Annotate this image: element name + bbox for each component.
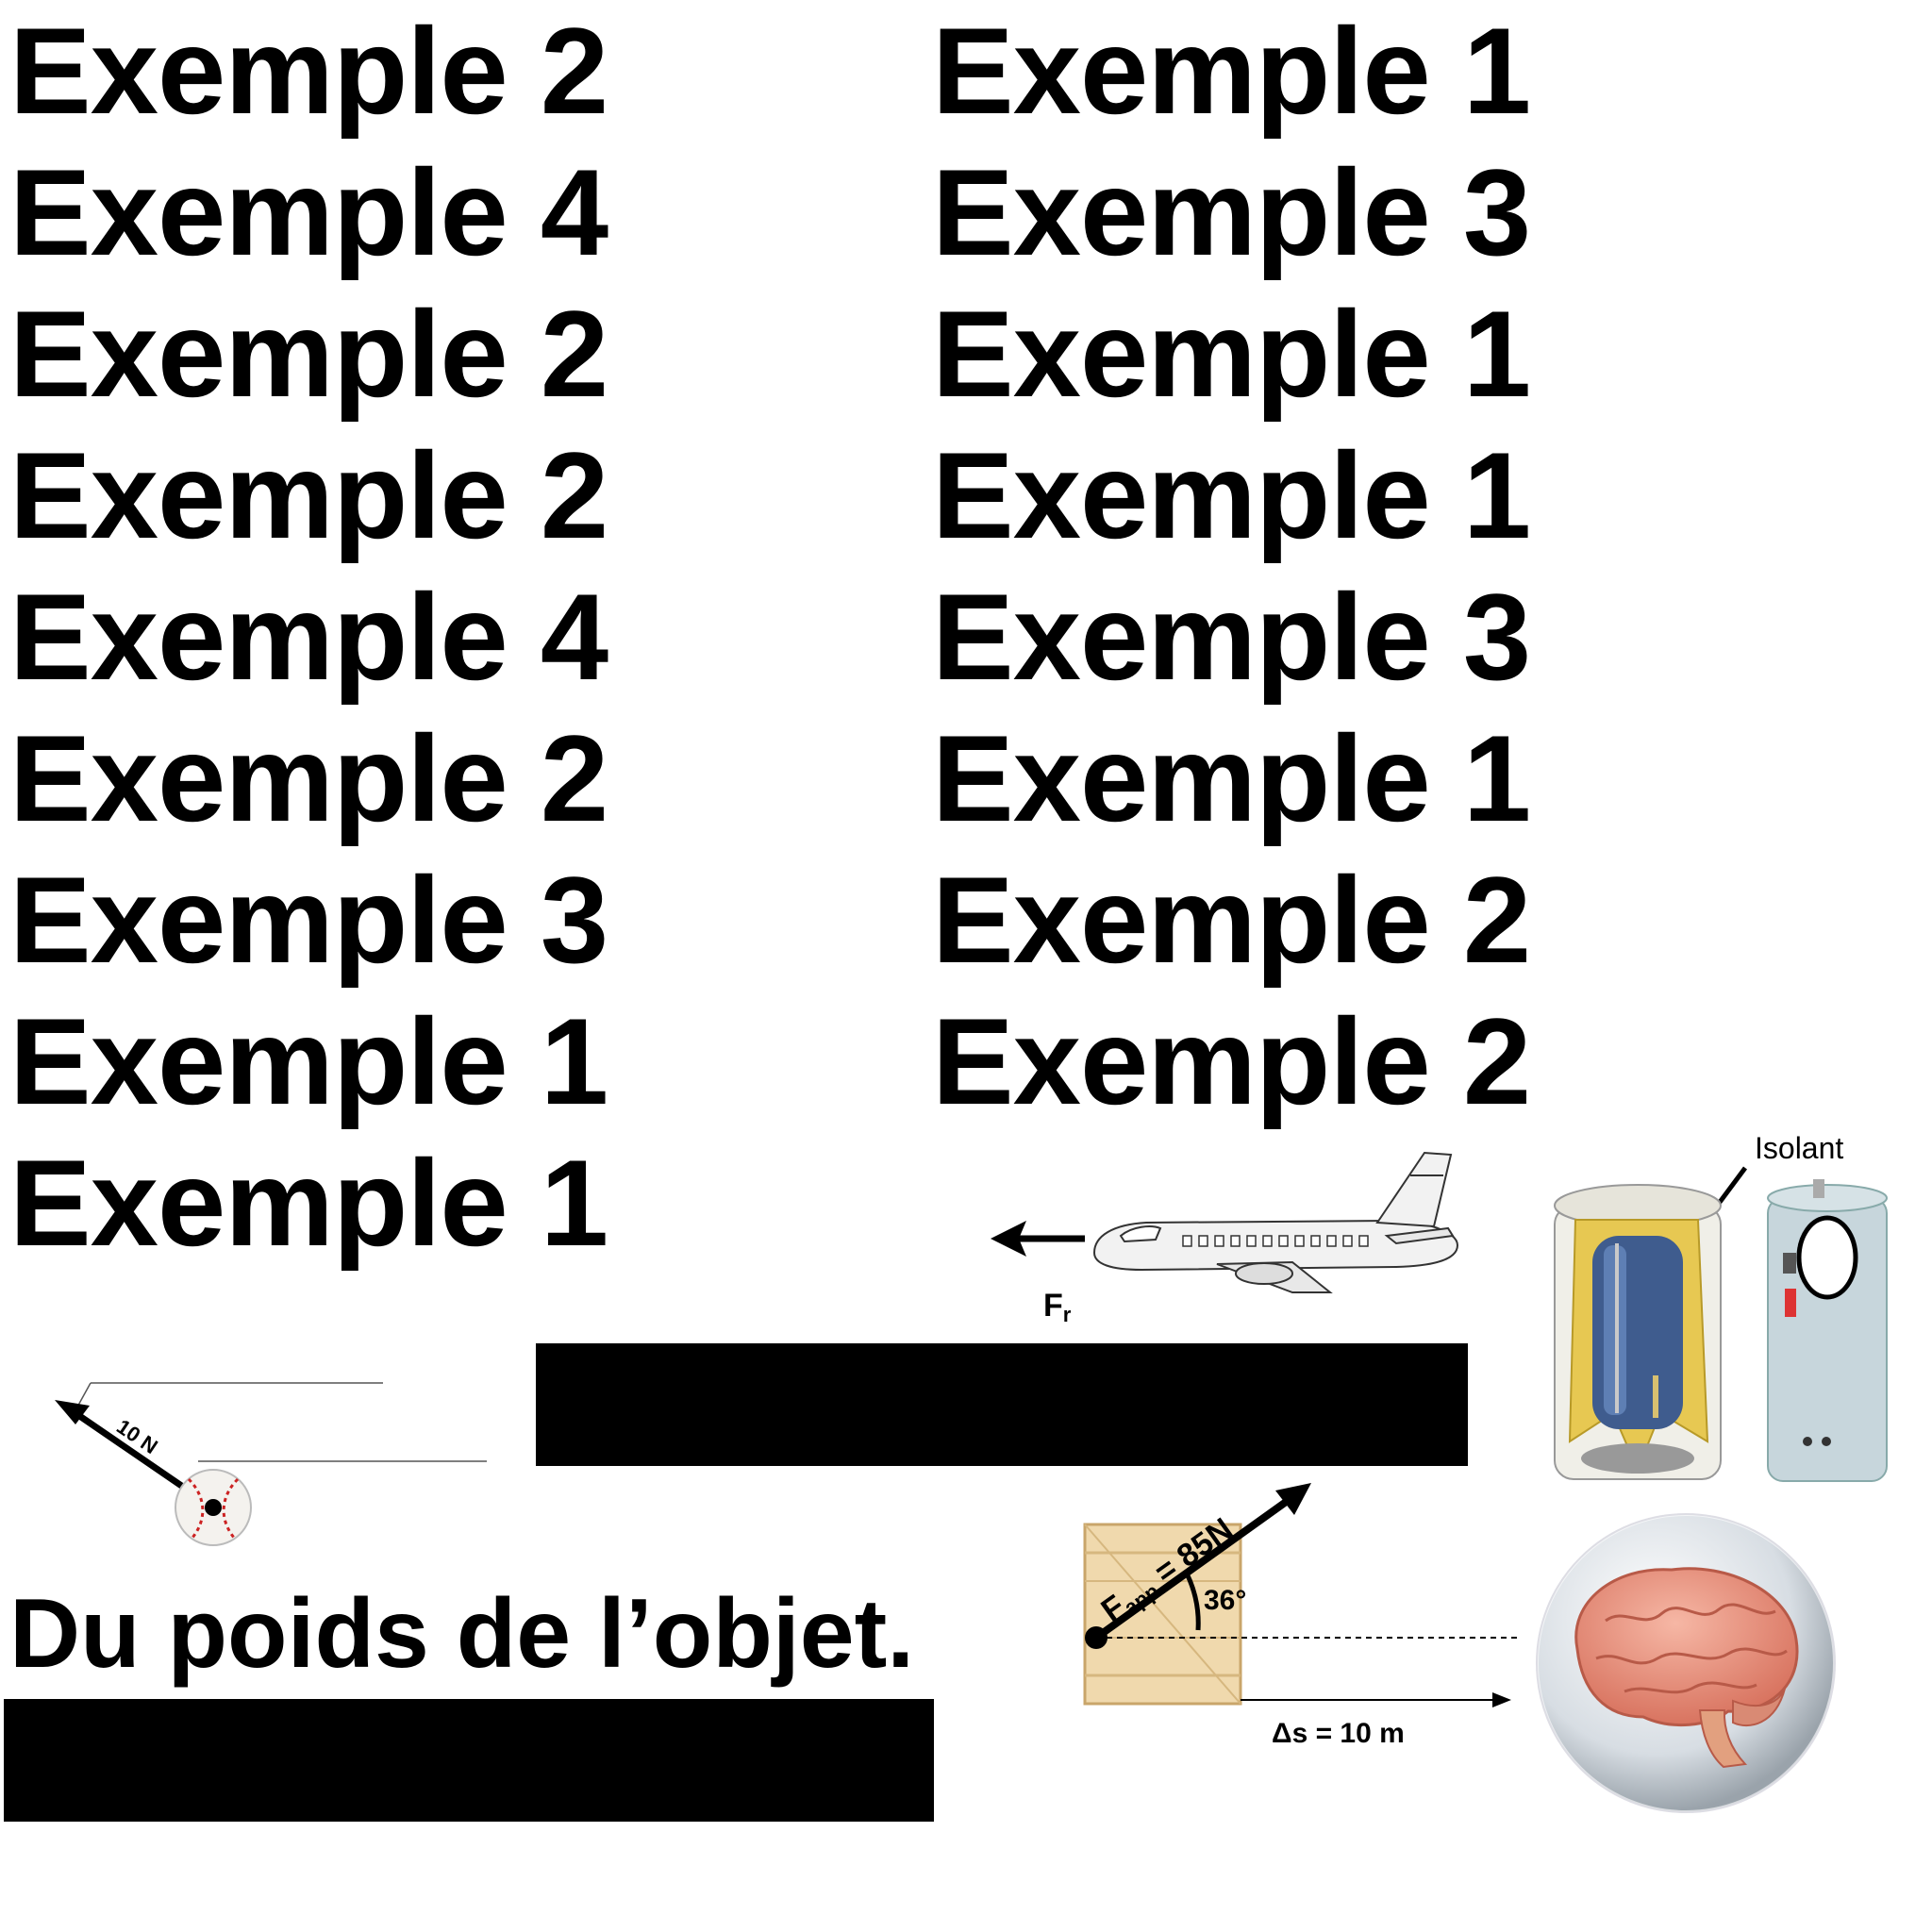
friction-force-label: Fr (1043, 1288, 1072, 1326)
left-example-column: Exemple 2 Exemple 4 Exemple 2 Exemple 2 … (9, 0, 608, 1274)
right-example-3: Exemple 1 (932, 285, 1531, 423)
redaction-bar-upper (536, 1343, 1468, 1466)
right-example-column: Exemple 1 Exemple 3 Exemple 1 Exemple 1 … (932, 0, 1531, 1132)
answer-text: Du poids de l’objet. (9, 1579, 915, 1689)
right-example-5: Exemple 3 (932, 568, 1531, 706)
left-example-7: Exemple 3 (9, 851, 608, 989)
right-example-4: Exemple 1 (932, 426, 1531, 564)
brain-icon (1535, 1512, 1837, 1814)
airplane-icon (1092, 1151, 1459, 1293)
left-example-1: Exemple 2 (9, 2, 608, 140)
right-example-8: Exemple 2 (932, 992, 1531, 1130)
water-heater-figure: Isolant (1554, 1131, 1888, 1482)
angle-arc (1184, 1572, 1201, 1631)
friction-arrow (991, 1221, 1085, 1257)
displacement-arrow (1241, 1692, 1511, 1707)
left-example-3: Exemple 2 (9, 285, 608, 423)
left-example-5: Exemple 4 (9, 568, 608, 706)
baseball-figure: 10 N (55, 1382, 487, 1546)
redaction-bar-lower (4, 1699, 934, 1822)
displacement-label: Δs = 10 m (1272, 1718, 1405, 1749)
closed-heater-icon (1767, 1179, 1888, 1482)
left-example-2: Exemple 4 (9, 143, 608, 281)
insulation-label: Isolant (1755, 1131, 1843, 1165)
right-example-2: Exemple 3 (932, 143, 1531, 281)
right-example-1: Exemple 1 (932, 2, 1531, 140)
force-origin-dot (1085, 1626, 1108, 1649)
airplane-figure: Fr (991, 1151, 1459, 1326)
right-example-7: Exemple 2 (932, 851, 1531, 989)
angle-label: 36° (1204, 1585, 1246, 1616)
applied-force-arrow (1093, 1483, 1311, 1641)
baseball-icon (175, 1469, 252, 1546)
left-example-6: Exemple 2 (9, 709, 608, 847)
cutaway-heater-icon (1554, 1184, 1722, 1480)
left-example-4: Exemple 2 (9, 426, 608, 564)
brain-sphere-figure (1535, 1512, 1837, 1814)
left-example-9: Exemple 1 (9, 1134, 608, 1272)
right-example-6: Exemple 1 (932, 709, 1531, 847)
crate-figure: 36° Fapp = 85N Δs = 10 m (1083, 1483, 1519, 1749)
left-example-8: Exemple 1 (9, 992, 608, 1130)
